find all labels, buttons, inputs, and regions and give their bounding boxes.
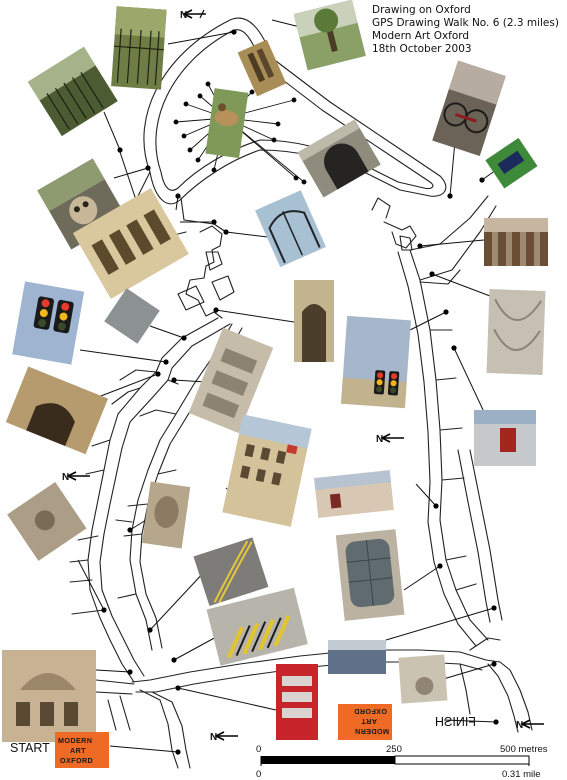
scale-imperial-tick-end: 0.31 mile [502, 769, 541, 780]
photo-shop-window [328, 640, 386, 674]
finish-logo-line3: OXFORD [354, 707, 387, 716]
photo-arch-tunnel [297, 119, 381, 198]
photo-street-sign [485, 137, 538, 189]
photo-red-window [474, 410, 536, 466]
north-arrow-mid-right [380, 433, 404, 443]
photo-stone-pillar [188, 327, 274, 434]
photo-paving-stones [104, 288, 160, 344]
north-arrow-bottom-right [520, 719, 544, 729]
photo-gate-trees [111, 6, 167, 90]
photo-road-lines [193, 537, 269, 606]
photo-window-grille [335, 529, 405, 621]
scale-bar: 0 250 500 metres 0 0.31 mile [256, 744, 548, 780]
photo-traffic-light-left [12, 281, 85, 365]
photo-arched-doorway [5, 366, 109, 455]
start-logo-line2: ART [70, 746, 86, 755]
photo-bicycles [432, 60, 506, 156]
photo-street-facade [222, 414, 312, 527]
photo-ornate-crest [142, 481, 191, 549]
photo-lion-carving [7, 482, 87, 561]
north-arrow-bottom-center-label: N [210, 732, 217, 743]
finish-label: FINISH [435, 715, 476, 729]
walk-info-header: Drawing on Oxford GPS Drawing Walk No. 6… [372, 4, 559, 56]
photo-yellow-hazard [206, 587, 308, 666]
photo-stone-clock [398, 654, 448, 704]
photo-stone-ceiling [486, 289, 546, 375]
scale-metric-tick-250: 250 [386, 744, 402, 755]
walk-title: Drawing on Oxford [372, 4, 471, 16]
photo-colonnade [72, 188, 189, 299]
photo-traffic-light-right [341, 315, 411, 409]
photo-leader-lines [77, 19, 497, 753]
north-arrow-mid-left [66, 471, 90, 481]
north-arrow-mid-right-label: N [376, 434, 383, 445]
north-arrow-top [182, 9, 206, 19]
finish-logo-line1: MODERN [355, 727, 389, 736]
walk-subtitle: GPS Drawing Walk No. 6 (2.3 miles) [372, 17, 559, 29]
walk-date: 18th October 2003 [372, 43, 472, 55]
start-logo-line1: MODERN [58, 736, 92, 745]
scale-metric-tick-0: 0 [256, 744, 261, 755]
north-arrow-bottom-center [214, 731, 238, 741]
photo-red-phone-box [276, 664, 318, 740]
walk-venue: Modern Art Oxford [372, 30, 470, 42]
north-arrow-top-label: N [180, 10, 187, 21]
start-label: START [10, 741, 50, 755]
finish-logo-line2: ART [361, 717, 377, 726]
photo-ornate-gate [255, 190, 326, 268]
photo-old-building [237, 39, 287, 97]
photo-dome-building [2, 650, 96, 742]
north-arrow-bottom-right-label: N [516, 720, 523, 731]
photo-gate-arch [27, 46, 118, 137]
photo-columns-building [484, 218, 548, 266]
start-logo: MODERN ART OXFORD [55, 732, 109, 768]
photo-corner-building [314, 470, 394, 518]
finish-label-mirrored: FINISH [435, 715, 476, 729]
start-logo-line3: OXFORD [60, 756, 93, 765]
scale-imperial-tick-0: 0 [256, 769, 261, 780]
north-arrow-mid-left-label: N [62, 472, 69, 483]
finish-logo-mirrored: MODERN ART OXFORD [338, 704, 392, 740]
photo-cow-meadow [205, 88, 249, 159]
photo-tree-lawn [293, 0, 366, 71]
scale-metric-tick-500: 500 metres [500, 744, 548, 755]
photo-gothic-doorway [294, 280, 334, 362]
